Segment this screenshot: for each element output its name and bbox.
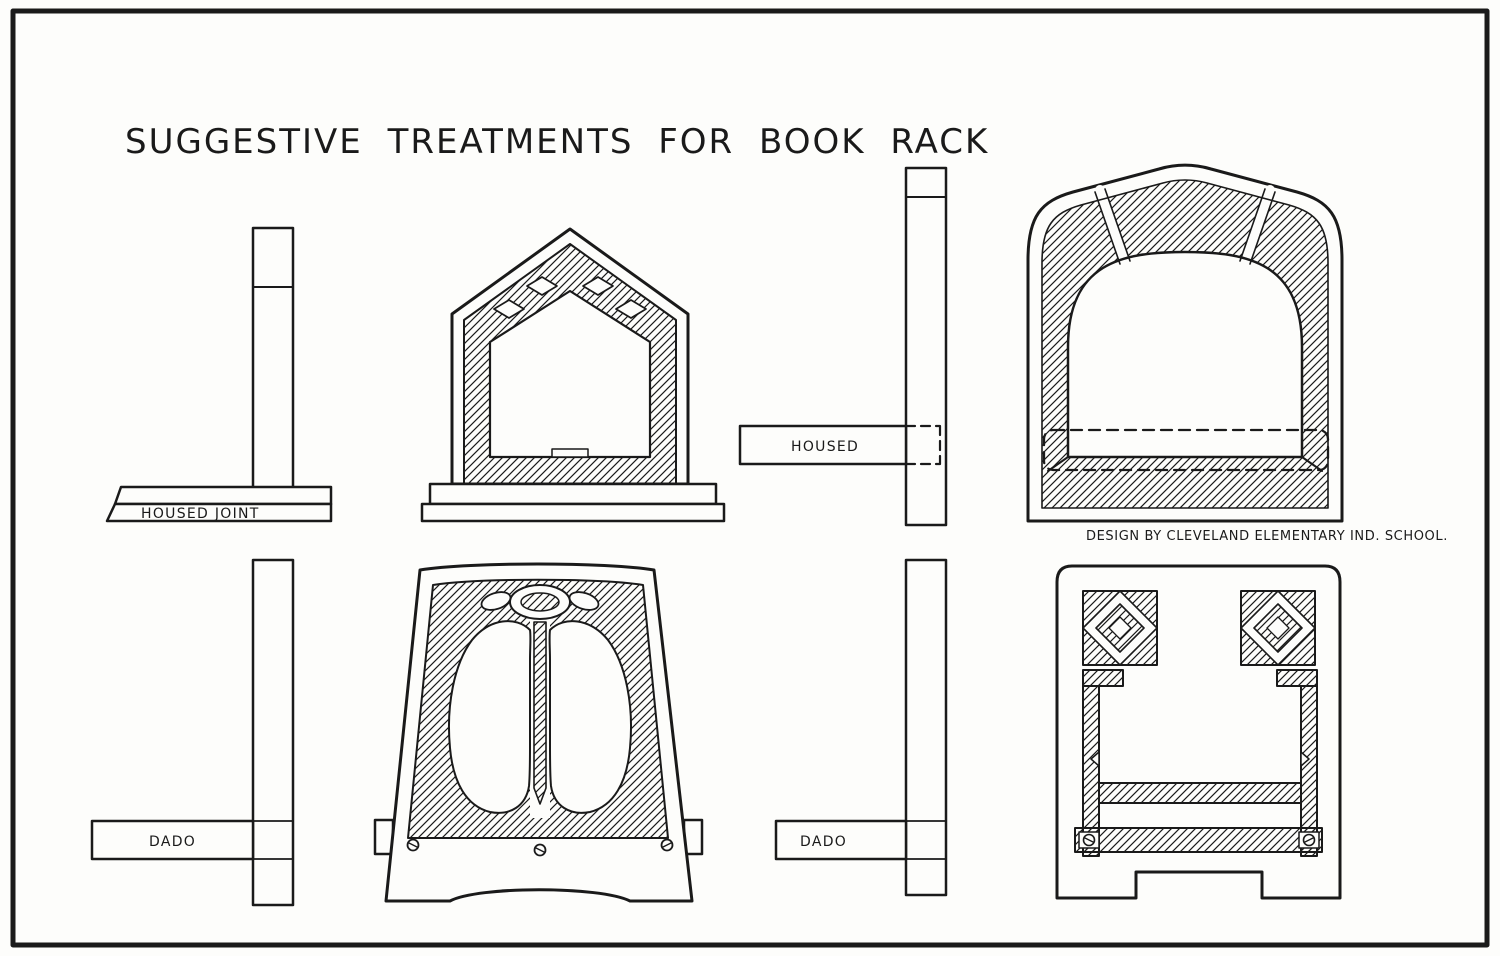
housed-label: HOUSED bbox=[791, 439, 859, 455]
opening-outline bbox=[488, 289, 652, 459]
hatched-field bbox=[408, 579, 668, 838]
leaf-cutout bbox=[480, 591, 512, 611]
upright-board bbox=[251, 558, 295, 907]
medallion-center-diamond bbox=[1108, 616, 1132, 640]
design-credit: DESIGN BY CLEVELAND ELEMENTARY IND. SCHO… bbox=[1086, 529, 1448, 544]
segment-joint-gaps bbox=[1095, 185, 1275, 267]
shelf-board bbox=[774, 819, 908, 861]
hidden-shelf-dashes bbox=[1042, 428, 1330, 472]
shelf-section bbox=[1098, 782, 1302, 804]
screw-slot bbox=[1084, 837, 1094, 843]
center-stem bbox=[533, 621, 547, 805]
diamond-cutout bbox=[526, 276, 558, 296]
screw-slot bbox=[408, 842, 418, 848]
shelf-board bbox=[738, 424, 908, 466]
shelf-board-top bbox=[113, 485, 333, 506]
upright-board bbox=[904, 166, 948, 527]
diamond-cutout bbox=[493, 299, 525, 319]
medallion-center-diamond bbox=[1266, 616, 1290, 640]
upright-board bbox=[904, 558, 948, 897]
dado-detail-right: DADO bbox=[774, 558, 948, 897]
plate-border bbox=[10, 8, 1490, 948]
shelf-board-face bbox=[105, 502, 333, 523]
base-board bbox=[428, 482, 718, 506]
diamond-cutout bbox=[615, 299, 647, 319]
medallion-center bbox=[520, 592, 560, 612]
section-panel-drawing bbox=[1055, 564, 1342, 900]
dado-detail-left: DADO bbox=[90, 558, 295, 907]
hidden-housing-lines bbox=[904, 424, 942, 466]
panel-inner-outline bbox=[1041, 179, 1329, 509]
diamond-cutout bbox=[582, 276, 614, 296]
art-nouveau-panel-drawing bbox=[373, 562, 704, 903]
screw-slot bbox=[535, 847, 545, 853]
side-notch bbox=[1090, 751, 1100, 767]
housed-joint-detail: HOUSED JOINT bbox=[105, 226, 333, 523]
side-section-head bbox=[1082, 669, 1124, 687]
side-section-bar bbox=[1082, 685, 1100, 857]
heart-cutout-outline bbox=[447, 620, 532, 814]
gable-panel-drawing bbox=[420, 227, 726, 523]
arch-panel-drawing bbox=[1026, 163, 1344, 523]
arch-opening-outline bbox=[1066, 250, 1304, 459]
dado-left-label: DADO bbox=[149, 834, 196, 850]
dado-right-label: DADO bbox=[800, 834, 847, 850]
leaf-cutout bbox=[568, 591, 600, 611]
opening-chamfers bbox=[1047, 456, 1323, 472]
housed-detail: HOUSED bbox=[738, 166, 948, 527]
plate-title: SUGGESTIVE TREATMENTS FOR BOOK RACK bbox=[125, 122, 989, 162]
medallion-diamond bbox=[1240, 590, 1316, 666]
medallion-diamond bbox=[1082, 590, 1158, 666]
shelf-notch bbox=[551, 448, 589, 458]
base-molding bbox=[420, 502, 726, 523]
side-section-head bbox=[1276, 669, 1318, 687]
panel-outline bbox=[1055, 564, 1342, 900]
side-section-bar bbox=[1300, 685, 1318, 857]
bottom-rail-section bbox=[1074, 827, 1323, 853]
shelf-board bbox=[90, 819, 255, 861]
segment-joint-lines bbox=[1094, 188, 1276, 265]
housed-joint-label: HOUSED JOINT bbox=[141, 506, 260, 522]
screw-slot bbox=[1304, 837, 1314, 843]
side-notch bbox=[1300, 751, 1310, 767]
screw-slot bbox=[662, 842, 672, 848]
heart-cutout-outline bbox=[548, 620, 633, 814]
upright-board bbox=[251, 226, 295, 490]
